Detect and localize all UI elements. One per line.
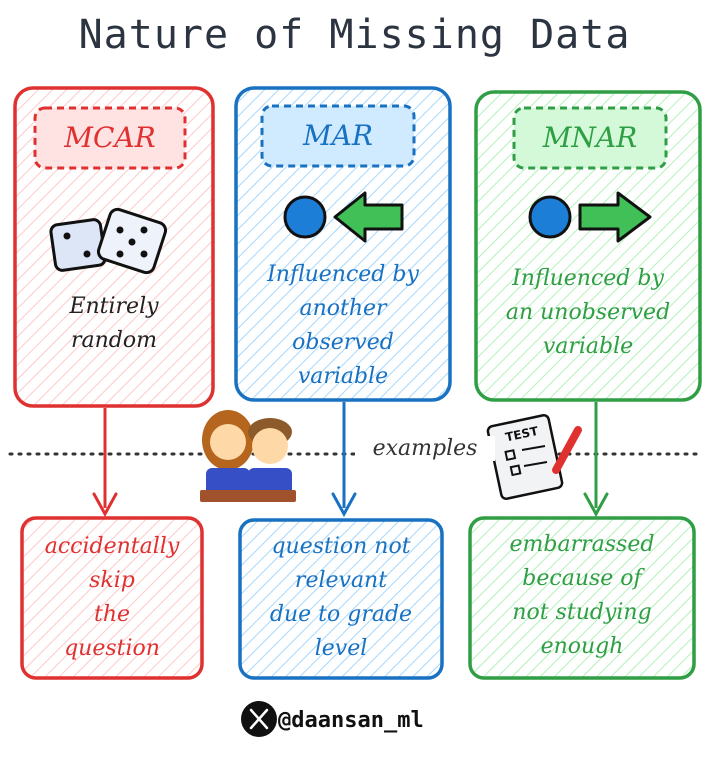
mar-arrowhead bbox=[331, 492, 357, 518]
example-line: accidentally bbox=[44, 534, 180, 559]
mnar-example: embarrassed because of not studying enou… bbox=[470, 528, 694, 664]
mcar-example: accidentally skip the question bbox=[22, 530, 202, 666]
mar-description: Influenced by another observed variable bbox=[236, 258, 450, 394]
description-line: observed bbox=[292, 330, 394, 355]
example-line: question bbox=[64, 636, 160, 661]
page-title: Nature of Missing Data bbox=[78, 12, 631, 58]
example-line: question not bbox=[271, 534, 411, 559]
description-line: another bbox=[299, 296, 387, 321]
mnar-arrowhead bbox=[583, 492, 609, 518]
mnar-description: Influenced by an unobserved variable bbox=[476, 262, 700, 364]
example-line: enough bbox=[540, 634, 624, 659]
mcar-arrowhead bbox=[92, 492, 118, 518]
author-handle[interactable]: @daansan_ml bbox=[278, 708, 424, 733]
mar-example-card bbox=[238, 518, 444, 680]
students-icon bbox=[200, 410, 296, 502]
example-line: skip bbox=[89, 568, 135, 593]
example-line: not studying bbox=[512, 600, 652, 625]
example-line: embarrassed bbox=[509, 532, 655, 557]
mcar-description: Entirely random bbox=[15, 290, 213, 358]
mar-label: MAR bbox=[303, 119, 373, 152]
test-label: TEST bbox=[504, 424, 540, 445]
x-logo-icon bbox=[241, 701, 277, 737]
mar-badge bbox=[260, 104, 416, 168]
examples-label: examples bbox=[355, 436, 495, 461]
test-paper-icon: TEST bbox=[486, 414, 582, 500]
mnar-label: MNAR bbox=[542, 121, 638, 154]
mcar-label: MCAR bbox=[64, 121, 156, 154]
example-line: due to grade bbox=[269, 602, 413, 627]
example-line: the bbox=[93, 602, 131, 627]
description-line: random bbox=[71, 328, 157, 353]
dice-icon bbox=[49, 207, 168, 275]
circle-arrow-out-icon bbox=[528, 191, 652, 243]
description-line: Influenced by bbox=[512, 266, 664, 291]
circle-arrow-in-icon bbox=[283, 191, 404, 243]
mcar-badge bbox=[33, 106, 187, 170]
description-line: variable bbox=[297, 364, 389, 389]
example-line: because of bbox=[522, 566, 642, 591]
description-line: Influenced by bbox=[267, 262, 419, 287]
example-line: relevant bbox=[294, 568, 388, 593]
mnar-badge bbox=[512, 106, 668, 170]
mnar-example-card bbox=[468, 516, 696, 680]
description-line: variable bbox=[542, 334, 634, 359]
description-line: Entirely bbox=[69, 294, 159, 319]
mcar-example-card bbox=[20, 516, 204, 680]
example-line: level bbox=[314, 636, 368, 661]
mar-example: question not relevant due to grade level bbox=[240, 530, 442, 666]
description-line: an unobserved bbox=[505, 300, 671, 325]
